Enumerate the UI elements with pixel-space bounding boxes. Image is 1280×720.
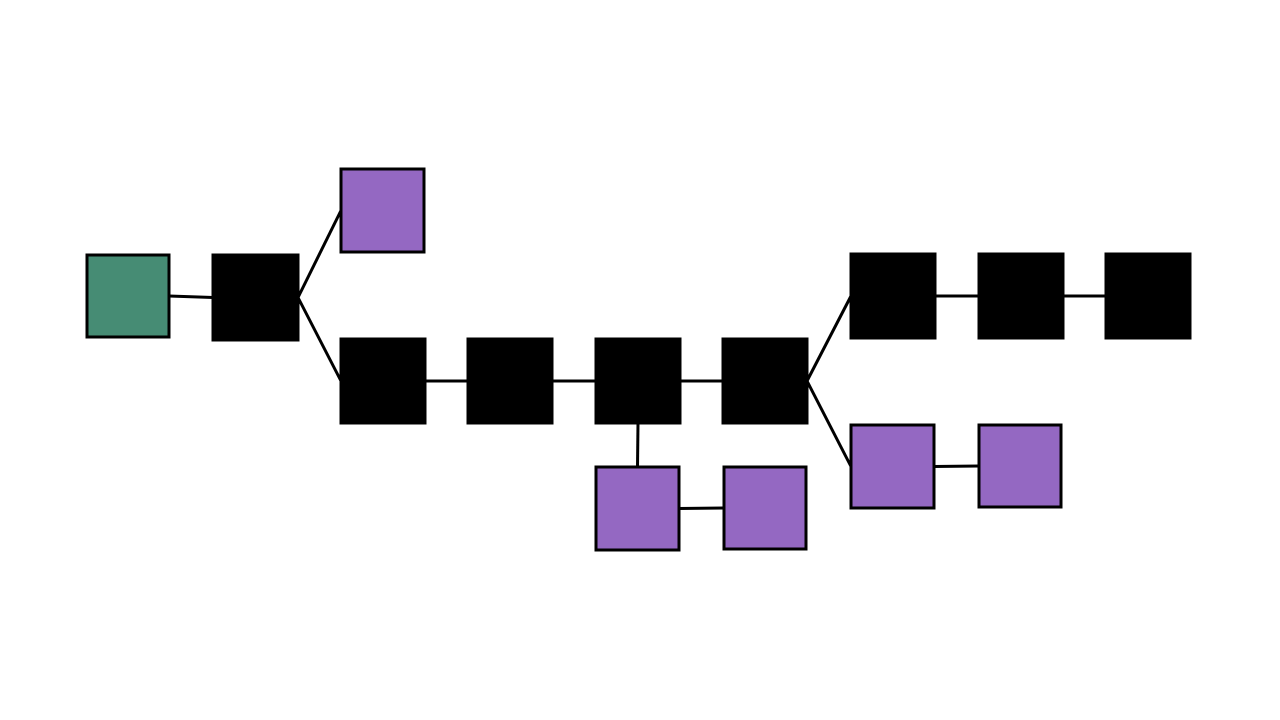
main-block-6 bbox=[849, 252, 937, 340]
genesis-block bbox=[85, 253, 171, 339]
link-main-block-4-to-orphan-block-2 bbox=[636, 422, 640, 468]
main-block-7 bbox=[977, 252, 1065, 340]
main-block-8 bbox=[1104, 252, 1192, 340]
link-main-block-5-to-orphan-block-4 bbox=[805, 380, 853, 468]
orphan-block-3 bbox=[722, 465, 808, 551]
link-orphan-block-4-to-orphan-block-5 bbox=[933, 464, 980, 468]
main-block-2 bbox=[339, 337, 427, 425]
main-block-5 bbox=[721, 337, 809, 425]
main-block-4 bbox=[594, 337, 682, 425]
orphan-block-2 bbox=[594, 465, 681, 552]
orphan-block-4 bbox=[849, 423, 936, 510]
links-layer bbox=[168, 209, 1106, 510]
main-block-1 bbox=[211, 253, 300, 342]
orphan-block-5 bbox=[977, 423, 1063, 509]
link-main-block-1-to-orphan-block-1 bbox=[296, 209, 343, 299]
link-main-block-5-to-main-block-6 bbox=[805, 295, 853, 382]
orphan-block-1 bbox=[339, 167, 426, 254]
link-genesis-block-to-main-block-1 bbox=[168, 294, 214, 299]
link-main-block-1-to-main-block-2 bbox=[296, 296, 343, 382]
link-orphan-block-2-to-orphan-block-3 bbox=[678, 506, 725, 510]
main-block-3 bbox=[466, 337, 554, 425]
blocks-layer bbox=[85, 167, 1192, 552]
